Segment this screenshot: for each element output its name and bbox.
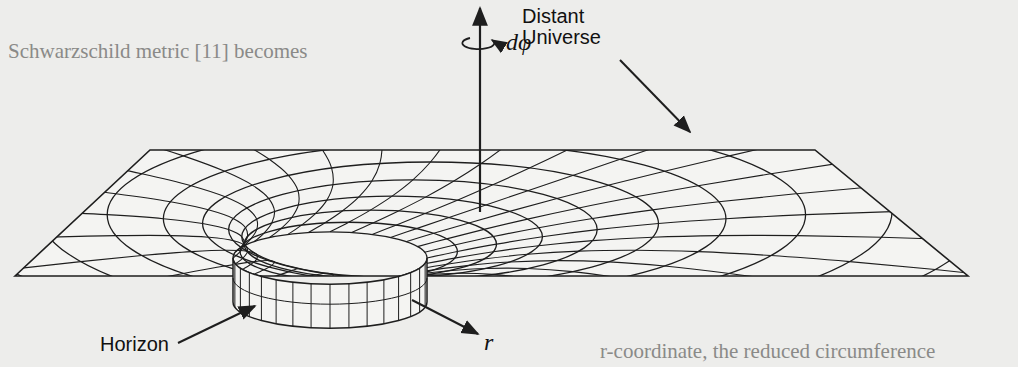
rotation-arrow: [462, 38, 494, 49]
page-text: Schwarzschild metric [11] becomes: [8, 40, 308, 62]
r-arrow: [412, 300, 478, 334]
axis-label: r: [484, 330, 493, 355]
horizon-label: Horizon: [100, 334, 169, 355]
horizon-cylinder: [233, 258, 427, 328]
rotation-axis: [479, 8, 481, 212]
flat-plane: [15, 150, 968, 276]
region-label: Distant Universe: [522, 6, 632, 48]
angle-label: dφ: [506, 30, 531, 55]
leader-arrow: [620, 60, 690, 132]
leader-arrow: [178, 306, 255, 343]
page-text: r-coordinate, the reduced circumference: [600, 340, 935, 362]
